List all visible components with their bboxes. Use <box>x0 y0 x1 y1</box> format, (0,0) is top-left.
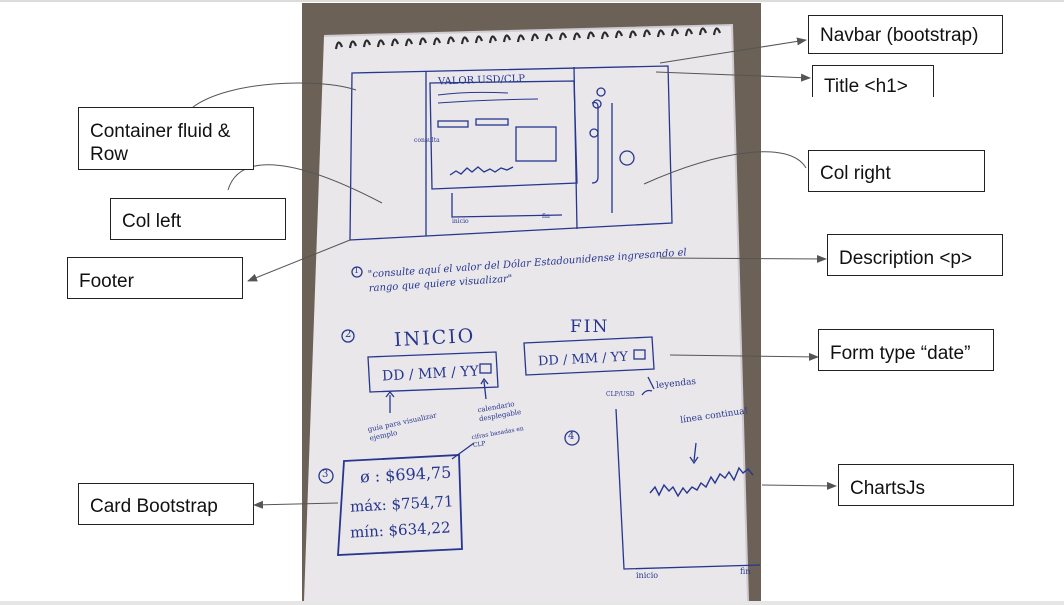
chart-label: ChartsJs <box>838 464 1014 506</box>
sketch-photo: VALOR USD/CLP consulta inicio fin 1 "con… <box>302 3 761 601</box>
sketch-marker-3: 3 <box>322 469 329 480</box>
bottom-divider <box>0 601 1064 605</box>
mini-chart-line <box>449 166 514 176</box>
sketch-x-start: inicio <box>636 571 659 580</box>
sketch-marker-4: 4 <box>568 431 575 442</box>
form-label: Form type “date” <box>818 329 994 371</box>
wireframe-outer-box <box>349 65 673 241</box>
sketch-mini-axis-start: inicio <box>452 218 469 225</box>
mini-date-input-2 <box>475 118 509 126</box>
wireframe-inner-screen <box>429 80 578 190</box>
navbar-label: Navbar (bootstrap) <box>808 15 1003 54</box>
sketch-x-end: fin <box>740 567 751 576</box>
sketch-marker-2: 2 <box>345 329 352 340</box>
title-label: Title <h1> <box>812 65 934 97</box>
footer-label: Footer <box>67 257 243 299</box>
card-label: Card Bootstrap <box>78 483 254 525</box>
chart-line <box>649 466 754 498</box>
sketch-drawing <box>304 23 761 601</box>
mini-card <box>515 126 557 162</box>
col-left-label: Col left <box>110 198 286 240</box>
top-divider <box>0 0 1064 2</box>
sketch-marker-1: 1 <box>354 266 360 275</box>
end-date-input <box>523 336 655 376</box>
chart-axes <box>615 408 761 570</box>
sketch-mini-left-label: consulta <box>414 137 440 144</box>
mini-date-input-1 <box>437 120 469 128</box>
stats-card <box>337 454 463 556</box>
start-date-input <box>367 351 499 393</box>
container-label: Container fluid & Row <box>78 107 254 170</box>
sketch-end-label: FIN <box>570 317 610 337</box>
spiral-binding <box>334 27 722 50</box>
sketch-chart-ylabel: CLP/USD <box>606 391 635 398</box>
sketch-mini-axis-end: fin <box>542 213 550 220</box>
col-right-label: Col right <box>808 150 985 192</box>
description-label: Description <p> <box>827 234 1003 276</box>
